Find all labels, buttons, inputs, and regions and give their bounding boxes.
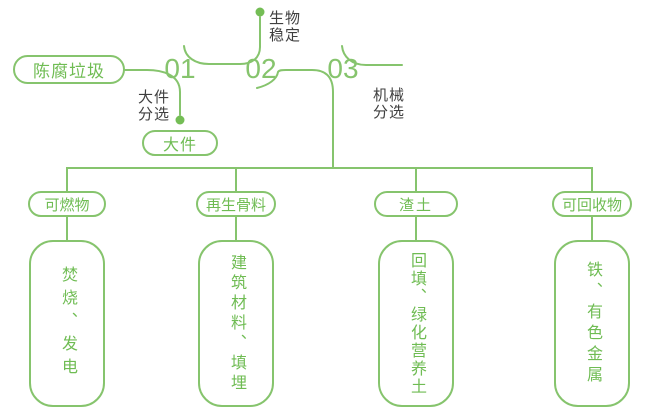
output-label: 焚烧、发电 bbox=[59, 266, 76, 381]
node-category-recyclables: 可回收物 bbox=[552, 191, 632, 217]
node-category-combustibles: 可燃物 bbox=[28, 191, 106, 217]
category-label: 渣土 bbox=[398, 196, 433, 214]
node-bulky-label: 大件 bbox=[162, 137, 197, 154]
category-label: 可燃物 bbox=[44, 196, 90, 214]
step-number-03: 03 bbox=[327, 53, 359, 84]
step-label-mechanical-sorting: 机械 分选 bbox=[373, 87, 406, 121]
node-bulky-items: 大件 bbox=[142, 130, 218, 156]
flow-segment-source-to-bulky bbox=[124, 69, 181, 116]
node-output-building-materials: 建筑材料、填埋 bbox=[198, 240, 274, 407]
flow-segment-03-exit bbox=[341, 45, 403, 66]
category-label: 再生骨料 bbox=[205, 196, 266, 214]
step-number-01: 01 bbox=[164, 53, 196, 84]
flow-segment-02-to-03 bbox=[256, 69, 334, 169]
category-label: 可回收物 bbox=[561, 196, 622, 214]
step-number-02: 02 bbox=[245, 53, 277, 84]
branch-drop-lines bbox=[235, 167, 417, 192]
output-label: 建筑材料、填埋 bbox=[228, 253, 245, 394]
node-output-metals: 铁、有色金属 bbox=[554, 240, 630, 407]
branch-connector-line bbox=[66, 167, 593, 192]
step-label-bulky-sorting: 大件 分选 bbox=[138, 89, 171, 123]
pill-to-box-stubs bbox=[66, 216, 593, 241]
node-category-recycled-aggregate: 再生骨料 bbox=[196, 191, 276, 217]
node-source-label: 陈腐垃圾 bbox=[33, 62, 105, 81]
step-label-bio-stabilization: 生物 稳定 bbox=[269, 10, 302, 44]
bio-branch-dot bbox=[255, 7, 265, 17]
bulky-branch-dot bbox=[175, 115, 185, 125]
node-source-waste: 陈腐垃圾 bbox=[13, 55, 125, 84]
node-category-slag-soil: 渣土 bbox=[374, 191, 458, 217]
output-label: 回填、绿化营养土 bbox=[408, 251, 425, 396]
output-label: 铁、有色金属 bbox=[584, 260, 601, 387]
node-output-backfill-soil: 回填、绿化营养土 bbox=[378, 240, 454, 407]
node-output-incineration: 焚烧、发电 bbox=[29, 240, 105, 407]
flow-segment-01-to-02 bbox=[183, 16, 261, 65]
